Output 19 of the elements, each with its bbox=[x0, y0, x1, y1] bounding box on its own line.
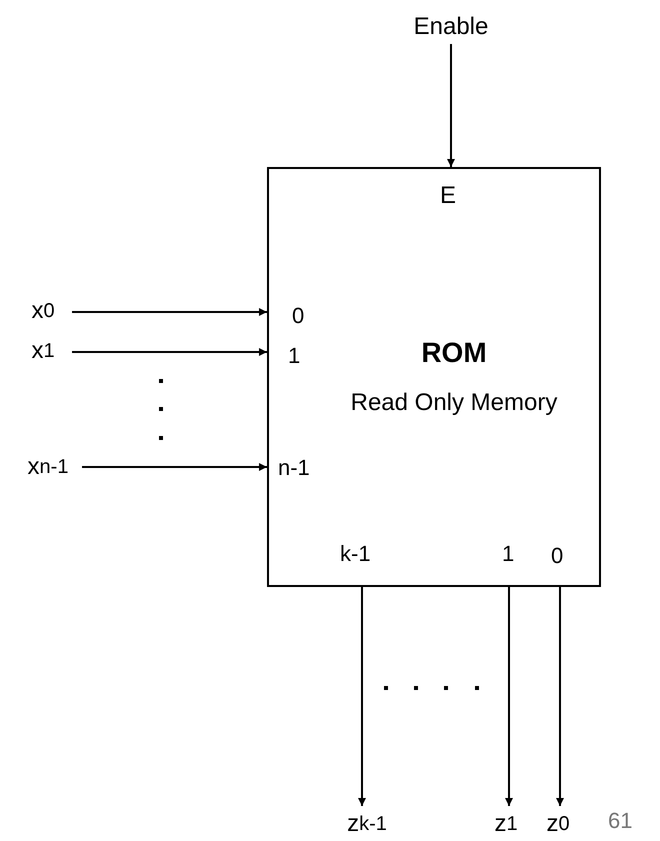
arrow bbox=[82, 463, 267, 471]
pin-label: 1 bbox=[502, 543, 514, 565]
arrow bbox=[556, 587, 564, 806]
block-description: Read Only Memory bbox=[350, 389, 558, 417]
block-title: ROM bbox=[421, 337, 487, 369]
pin-label: 1 bbox=[288, 345, 300, 367]
page-number: 61 bbox=[608, 810, 632, 832]
pin-label: k-1 bbox=[340, 543, 371, 565]
pin-label: E bbox=[440, 184, 456, 208]
arrow bbox=[72, 308, 267, 316]
rom-block bbox=[267, 167, 601, 587]
arrow bbox=[505, 587, 513, 806]
pin-label: 0 bbox=[551, 545, 564, 567]
arrow bbox=[447, 44, 455, 167]
pin-label: n-1 bbox=[278, 457, 310, 479]
arrow bbox=[72, 348, 267, 356]
pin-label: 0 bbox=[292, 305, 304, 327]
arrow bbox=[358, 587, 366, 806]
signal-name: Enable bbox=[398, 10, 504, 44]
